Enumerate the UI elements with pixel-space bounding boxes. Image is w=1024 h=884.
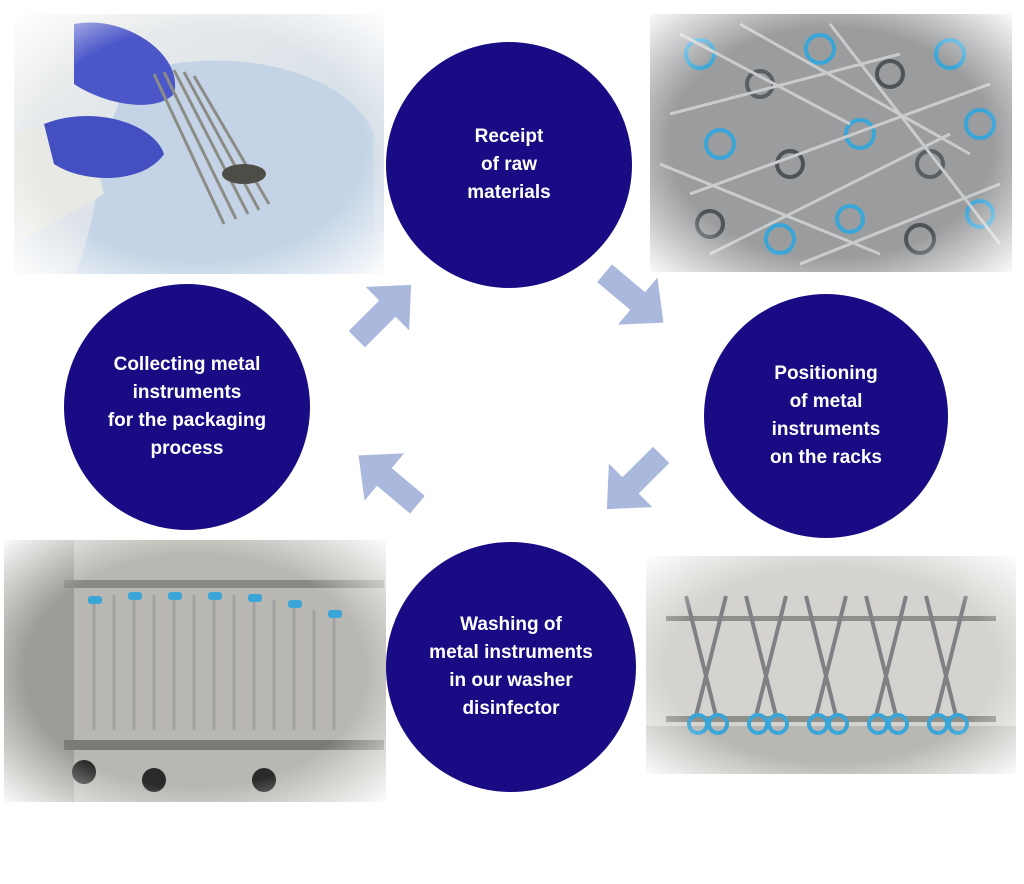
flow-arrow-icon: [586, 250, 682, 346]
photo-gloved-hands-instruments: [14, 14, 384, 274]
step-receipt-circle: Receipt of raw materials: [386, 42, 632, 288]
flow-arrow-icon: [340, 432, 436, 528]
photo-instruments-on-racks: [646, 556, 1016, 774]
step-receipt-label: Receipt of raw materials: [467, 126, 551, 203]
step-collecting-label: Collecting metal instruments for the pac…: [107, 354, 267, 459]
photo-washer-rack: [4, 540, 386, 802]
flow-arrow-icon: [336, 264, 432, 360]
photo-pile-of-scissors: [650, 14, 1012, 272]
step-washing-label: Washing of metal instruments in our wash…: [429, 614, 593, 719]
step-positioning-circle: Positioning of metal instruments on the …: [704, 294, 948, 538]
step-washing-circle: Washing of metal instruments in our wash…: [386, 542, 636, 792]
flow-arrow-icon: [586, 434, 682, 530]
step-collecting-circle: Collecting metal instruments for the pac…: [64, 284, 310, 530]
step-positioning-label: Positioning of metal instruments on the …: [770, 363, 882, 468]
